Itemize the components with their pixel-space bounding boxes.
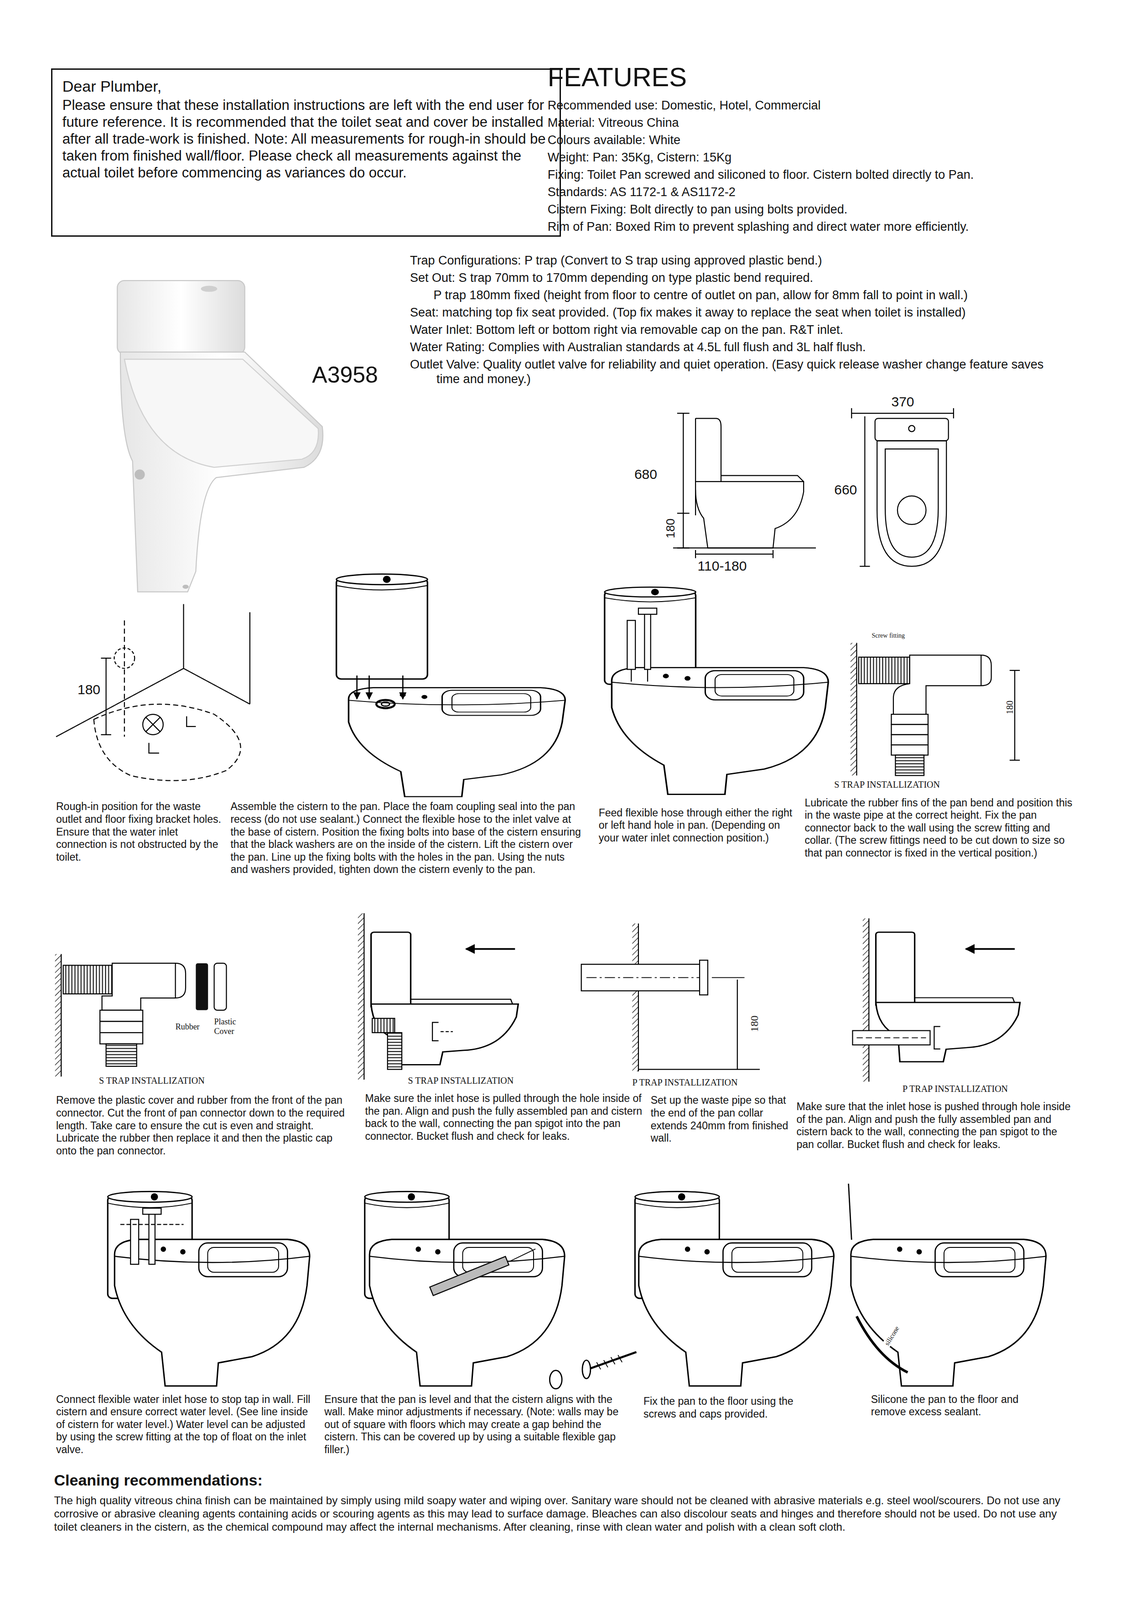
rough-in-plan (56, 603, 250, 781)
part-label: Rubber (175, 1022, 217, 1033)
step-text: Connect flexible water inlet hose to sto… (56, 1393, 317, 1457)
figure-caption: S TRAP INSTALLIZATION (407, 1074, 612, 1086)
feature-line: Rim of Pan: Boxed Rim to prevent splashi… (547, 219, 1131, 234)
dimension: 660 (834, 481, 875, 499)
part-label: Screw fitting (862, 632, 914, 640)
notice-box: Dear Plumber,Please ensure that these in… (51, 68, 561, 237)
section-heading: Cleaning recommendations: (54, 1470, 565, 1490)
feature-line: Water Inlet: Bottom left or bottom right… (409, 322, 1124, 338)
notice-heading: Dear Plumber, (62, 77, 550, 96)
pan-connector-cut-drawing (55, 954, 227, 1077)
figure-caption: P TRAP INSTALLIZATION (902, 1083, 1107, 1095)
figure-caption: S TRAP INSTALLIZATION (98, 1074, 303, 1086)
section-heading: FEATURES (547, 61, 956, 94)
model-number: A3958 (311, 361, 445, 389)
step-text: Silicone the pan to the floor and remove… (871, 1393, 1055, 1419)
sealant-label: silicone (882, 1302, 915, 1348)
step-text: Lubricate the rubber fins of the pan ben… (804, 796, 1080, 860)
step-text: Make sure the inlet hose is pulled throu… (365, 1092, 646, 1143)
feature-line: P trap 180mm fixed (height from floor to… (433, 287, 1127, 303)
fill-cistern-drawing (107, 1191, 310, 1386)
p-trap-pipe-drawing (581, 923, 760, 1072)
feature-line: Standards: AS 1172-1 & AS1172-2 (547, 184, 1131, 200)
feature-line: Trap Configurations: P trap (Convert to … (409, 253, 1124, 268)
step-text: Set up the waste pipe so that the end of… (650, 1094, 789, 1145)
silicone-drawing (848, 1183, 1047, 1386)
step-text: Fix the pan to the floor using the screw… (643, 1395, 822, 1421)
floor-screw-drawing (549, 1191, 834, 1389)
step-text: Rough-in position for the waste outlet a… (56, 800, 225, 864)
step-text: Remove the plastic cover and rubber from… (56, 1094, 354, 1157)
p-trap-side-drawing (852, 918, 1021, 1082)
step-text: Make sure that the inlet hose is pushed … (796, 1100, 1078, 1151)
top-dimension-drawing (851, 408, 954, 567)
figure-caption: P TRAP INSTALLIZATION (632, 1076, 836, 1088)
feature-line: Water Rating: Complies with Australian s… (409, 339, 1124, 355)
part-label: Plastic Cover (214, 1016, 255, 1037)
feature-line: Recommended use: Domestic, Hotel, Commer… (547, 98, 1131, 113)
step-text: Feed flexible hose through either the ri… (598, 806, 793, 845)
cistern-assembly-drawing (336, 574, 566, 797)
step-text: Ensure that the pan is level and that th… (324, 1393, 626, 1457)
product-photo (117, 280, 323, 592)
side-dimension-drawing (673, 413, 816, 559)
feature-line: Colours available: White (547, 132, 1131, 148)
feature-line: Outlet Valve: Quality outlet valve for r… (409, 357, 1063, 387)
pan-connector-drawing (850, 642, 1020, 776)
dimension: 680 (634, 466, 675, 483)
feature-line: Material: Vitreous China (547, 115, 1131, 130)
figure-caption: S TRAP INSTALLIZATION (834, 778, 1038, 790)
dimension: 180 (747, 1011, 762, 1036)
dimension: 110-180 (697, 557, 780, 575)
s-trap-side-drawing (357, 913, 519, 1080)
feature-line: Fixing: Toilet Pan screwed and siliconed… (547, 167, 1131, 182)
dimension: 370 (891, 393, 932, 410)
level-check-drawing (364, 1191, 565, 1386)
feature-line: Seat: matching top fix seat provided. (T… (409, 305, 1124, 320)
feature-line: Set Out: S trap 70mm to 170mm depending … (409, 270, 1124, 286)
cleaning-text: The high quality vitreous china finish c… (54, 1494, 1074, 1534)
notice-body: Please ensure that these installation in… (62, 96, 550, 182)
hose-feed-drawing (604, 586, 829, 794)
dimension: 180 (1004, 695, 1016, 720)
dimension: 180 (77, 681, 119, 698)
feature-line: Weight: Pan: 35Kg, Cistern: 15Kg (547, 150, 1131, 165)
step-text: Assemble the cistern to the pan. Place t… (230, 800, 583, 877)
dimension: 180 (664, 514, 679, 542)
feature-line: Cistern Fixing: Bolt directly to pan usi… (547, 202, 1131, 217)
